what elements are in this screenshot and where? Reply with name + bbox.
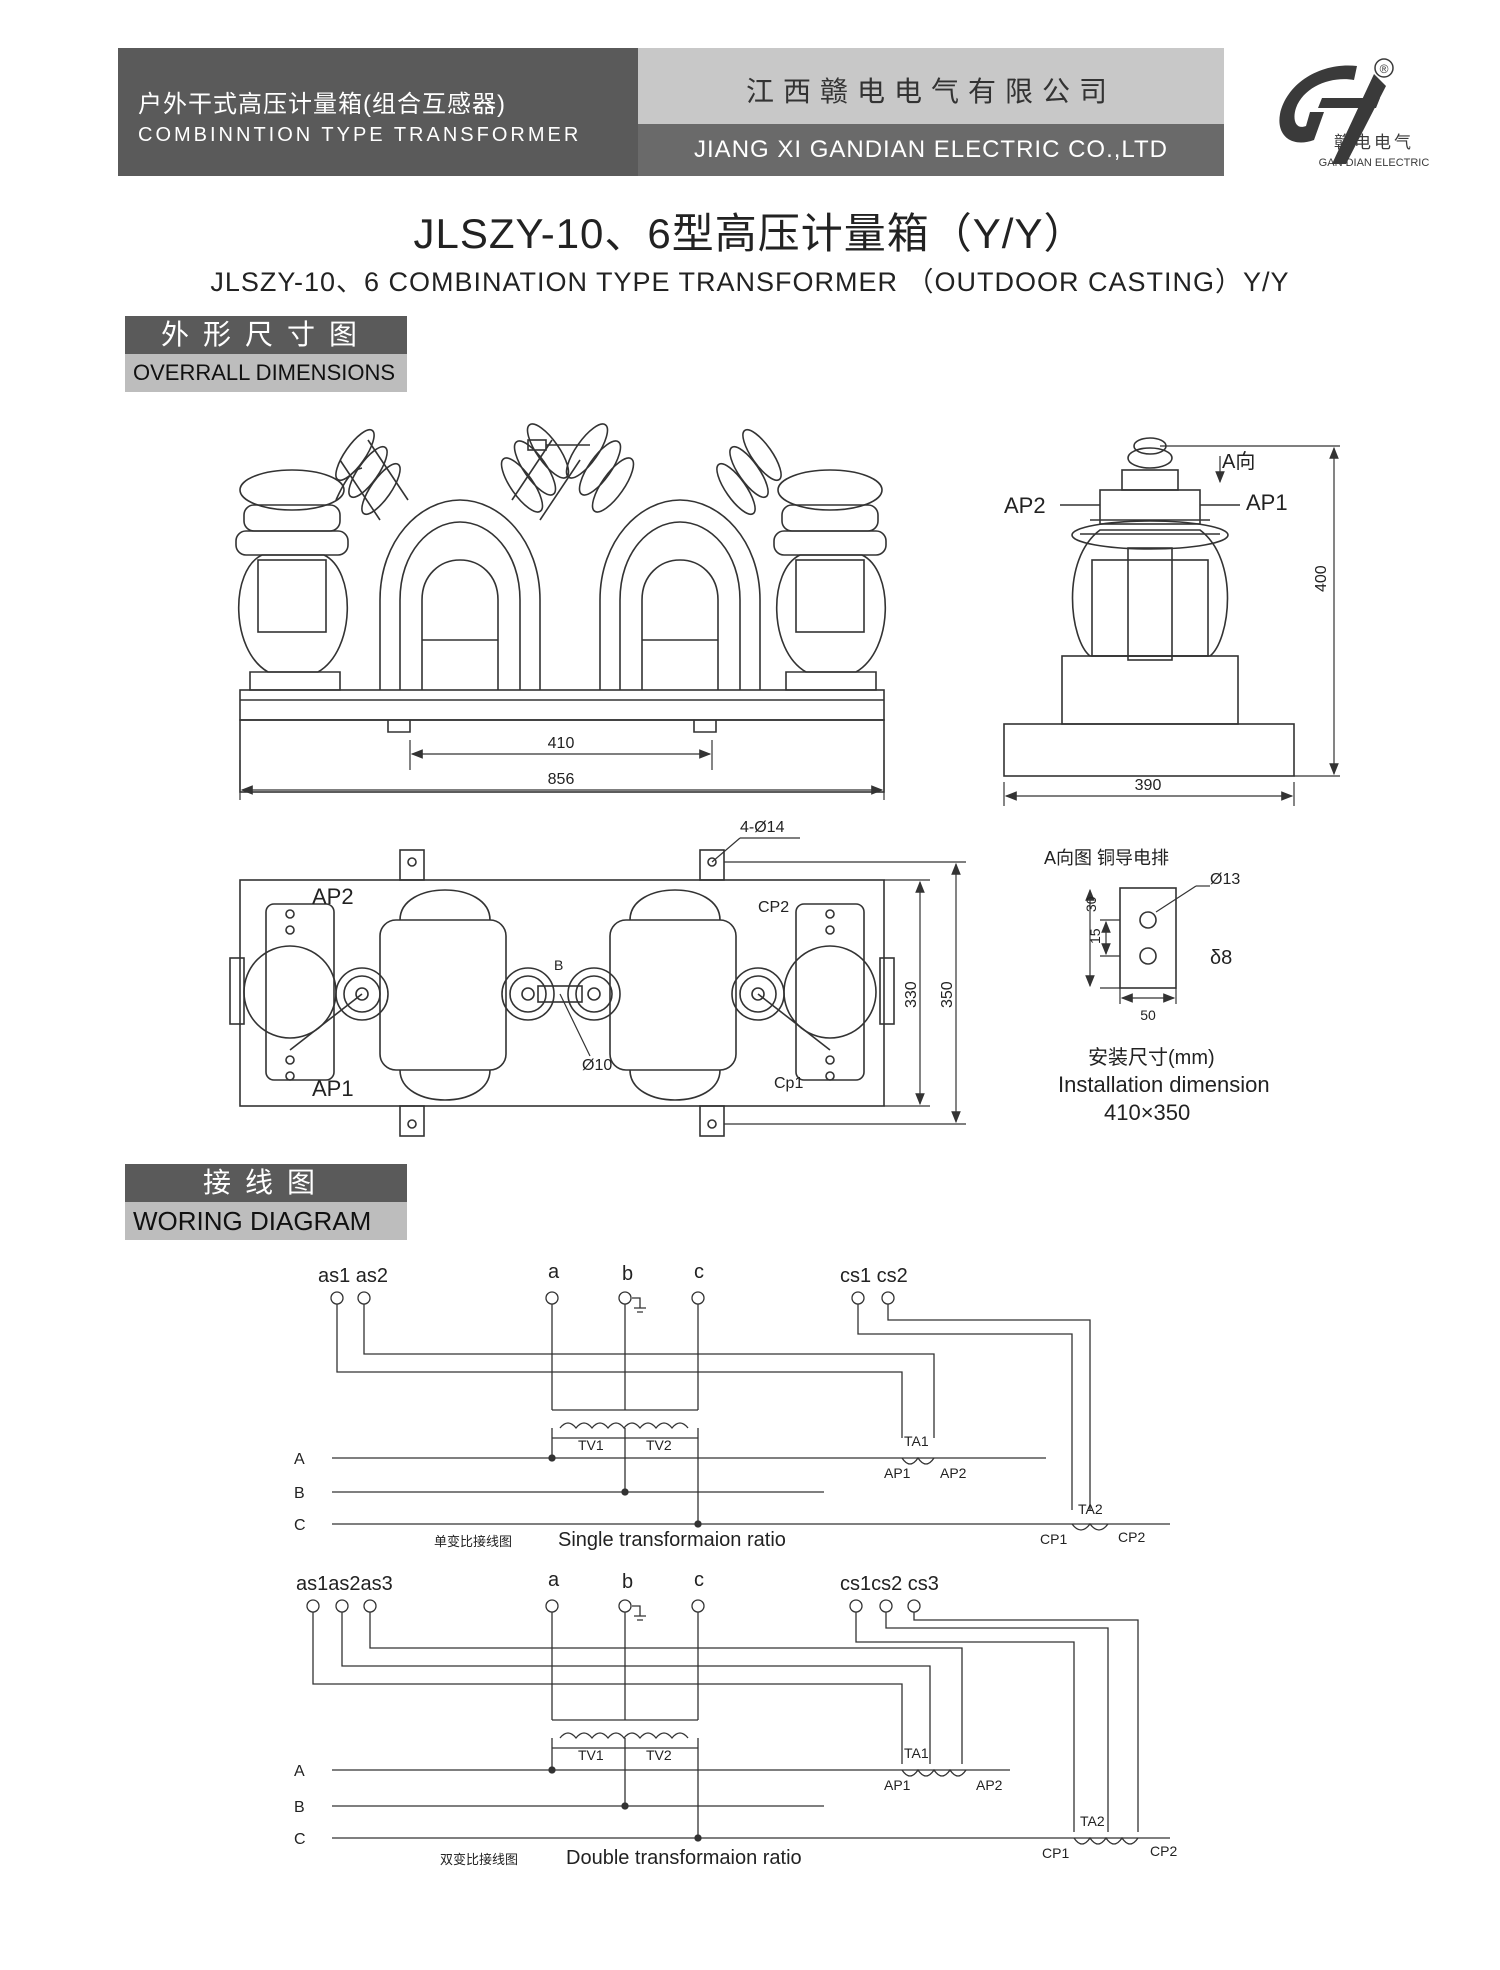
wiring-double <box>306 1599 1170 1845</box>
logo-text-cn: 赣电电气 <box>1334 133 1414 152</box>
label-tv2: TV2 <box>646 1437 672 1453</box>
section-title-en: OVERRALL DIMENSIONS <box>125 354 407 392</box>
section-title-cn: 接线图 <box>125 1164 407 1202</box>
label-ap1: AP1 <box>884 1465 911 1481</box>
terms-cs: cs1 cs2 <box>840 1265 908 1287</box>
bus-b: B <box>294 1485 305 1502</box>
bus-b: B <box>294 1799 305 1816</box>
label-dia-13: Ø13 <box>1210 871 1240 888</box>
term-b: b <box>622 1263 633 1285</box>
section-title-en: WORING DIAGRAM <box>125 1202 407 1240</box>
label-a-direction: A向 <box>1222 450 1255 473</box>
label-ap2: AP2 <box>976 1777 1003 1793</box>
label-top-ap2: AP2 <box>312 884 354 909</box>
terms-cs-double: cs1cs2 cs3 <box>840 1573 939 1595</box>
a-view-title: A向图 铜导电排 <box>1044 848 1169 868</box>
caption-en: Double transformaion ratio <box>566 1847 802 1869</box>
caption-en: Single transformaion ratio <box>558 1529 786 1551</box>
section-header-wiring: 接线图 WORING DIAGRAM <box>125 1164 407 1240</box>
terms-as-double: as1as2as3 <box>296 1573 393 1595</box>
side-view <box>1003 437 1295 777</box>
label-top-cp2: CP2 <box>758 899 789 916</box>
dim-856: 856 <box>548 771 575 788</box>
dim-330: 330 <box>903 981 920 1008</box>
front-view-dimensions <box>239 740 885 800</box>
label-cp1: CP1 <box>1042 1845 1069 1861</box>
label-top-ap1: AP1 <box>312 1076 354 1101</box>
label-ap1: AP1 <box>1246 490 1288 515</box>
term-a: a <box>548 1569 560 1591</box>
company-name-cn: 江西赣电电气有限公司 <box>745 76 1116 107</box>
logo-mark-icon: ® 赣电电气 GAN DIAN ELECTRIC <box>1279 58 1430 169</box>
product-name-cn: 户外干式高压计量箱(组合互感器) <box>138 91 506 118</box>
term-b: b <box>622 1571 633 1593</box>
bus-a: A <box>294 1763 305 1780</box>
bus-c: C <box>294 1831 306 1848</box>
header-product-block: 户外干式高压计量箱(组合互感器) COMBINNTION TYPE TRANSF… <box>118 48 638 176</box>
bus-c: C <box>294 1517 306 1534</box>
logo-text-en: GAN DIAN ELECTRIC <box>1319 157 1430 169</box>
wiring-single <box>330 1291 1170 1531</box>
term-c: c <box>694 1261 704 1283</box>
term-c: c <box>694 1569 704 1591</box>
registered-mark: ® <box>1380 62 1389 76</box>
caption-cn: 单变比接线图 <box>434 1534 512 1549</box>
dim-15: 15 <box>1087 928 1103 944</box>
term-a: a <box>548 1261 560 1283</box>
dim-400: 400 <box>1313 565 1330 592</box>
section-title-cn: 外形尺寸图 <box>125 316 407 354</box>
install-label-en: Installation dimension <box>1058 1072 1270 1097</box>
install-label-cn: 安装尺寸(mm) <box>1088 1046 1215 1069</box>
product-name-en: COMBINNTION TYPE TRANSFORMER <box>138 124 582 146</box>
dim-350: 350 <box>939 981 956 1008</box>
label-dia-10: Ø10 <box>582 1057 612 1074</box>
top-view <box>229 849 895 1137</box>
terms-as: as1 as2 <box>318 1265 388 1287</box>
label-ap2: AP2 <box>1004 493 1046 518</box>
label-tv1: TV1 <box>578 1747 604 1763</box>
header-company-block: 江西赣电电气有限公司 JIANG XI GANDIAN ELECTRIC CO.… <box>638 48 1224 176</box>
label-thickness-8: δ8 <box>1210 947 1232 969</box>
caption-cn: 双变比接线图 <box>440 1852 518 1867</box>
company-name-en: JIANG XI GANDIAN ELECTRIC CO.,LTD <box>694 136 1168 163</box>
dim-410: 410 <box>548 735 575 752</box>
label-b: B <box>554 957 563 973</box>
section-header-dimensions: 外形尺寸图 OVERRALL DIMENSIONS <box>125 316 407 392</box>
install-value: 410×350 <box>1104 1100 1190 1125</box>
label-cp2: CP2 <box>1150 1843 1177 1859</box>
label-ta2: TA2 <box>1080 1813 1105 1829</box>
label-ap2: AP2 <box>940 1465 967 1481</box>
label-ta2: TA2 <box>1078 1501 1103 1517</box>
dim-50: 50 <box>1140 1007 1156 1023</box>
page-title-en: JLSZY-10、6 COMBINATION TYPE TRANSFORMER … <box>210 267 1290 297</box>
label-tv1: TV1 <box>578 1437 604 1453</box>
label-holes: 4-Ø14 <box>740 819 785 836</box>
label-tv2: TV2 <box>646 1747 672 1763</box>
label-top-cp1: Cp1 <box>774 1075 803 1092</box>
company-logo: ® 赣电电气 GAN DIAN ELECTRIC <box>1262 52 1432 182</box>
label-cp2: CP2 <box>1118 1529 1145 1545</box>
label-ap1: AP1 <box>884 1777 911 1793</box>
a-view-copper-bar <box>1119 887 1177 989</box>
bus-a: A <box>294 1451 305 1468</box>
page-title-cn: JLSZY-10、6型高压计量箱（Y/Y） <box>413 210 1087 257</box>
label-ta1: TA1 <box>904 1745 929 1761</box>
dim-390: 390 <box>1135 777 1162 794</box>
label-cp1: CP1 <box>1040 1531 1067 1547</box>
dim-30: 30 <box>1083 896 1099 912</box>
label-ta1: TA1 <box>904 1433 929 1449</box>
